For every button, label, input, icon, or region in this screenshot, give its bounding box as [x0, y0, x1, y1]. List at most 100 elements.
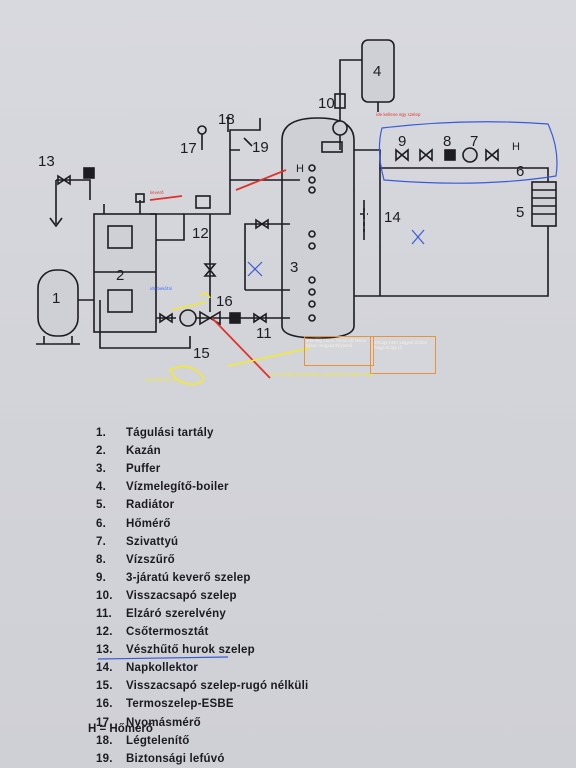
label-13: 13 [38, 153, 55, 170]
diagram-labels: 1 2 3 4 5 6 7 8 9 10 11 12 13 14 15 16 1… [38, 63, 524, 362]
legend-number: 1. [96, 427, 106, 440]
radiator [531, 181, 557, 227]
water-heater-boiler [361, 39, 395, 112]
legend-text: Visszacsapó szelep-rugó nélküli [126, 680, 309, 693]
label-11: 11 [256, 325, 272, 342]
annotation-yellow-small: gravitációs kör [146, 377, 176, 382]
legend-item: 13.Vészhűtő hurok szelep [96, 641, 536, 659]
legend-text: Szivattyú [126, 535, 179, 548]
label-18: 18 [218, 111, 235, 128]
legend-number: 15. [96, 680, 113, 693]
legend-item: 9. 3-járatú keverő szelep [96, 569, 536, 587]
legend-text: Tágulási tartály [126, 427, 214, 440]
legend-number: 14. [96, 662, 113, 675]
red-markings [149, 169, 287, 379]
legend-text: Nyomásmérő [126, 716, 201, 729]
legend-number: 13. [96, 644, 113, 657]
label-1: 1 [52, 290, 60, 307]
legend-text: Kazán [126, 445, 161, 458]
legend-text: Puffer [126, 463, 161, 476]
legend-number: 17. [96, 716, 113, 729]
legend-number: 9. [96, 571, 106, 584]
label-10: 10 [318, 95, 335, 112]
legend-number: 3. [96, 463, 106, 476]
annotation-yellow-bottom: ha a szivattyú leáll akkor gravitációsan… [270, 372, 374, 377]
solar-collector [360, 208, 368, 232]
legend-text: Termoszelep-ESBE [126, 698, 234, 711]
label-9: 9 [398, 133, 406, 150]
label-7: 7 [470, 133, 478, 150]
legend-number: 18. [96, 734, 113, 747]
legend-item: 12. Csőtermosztát [96, 623, 536, 641]
legend-item: 16. Termoszelep-ESBE [96, 695, 536, 713]
legend-number: 19. [96, 752, 113, 765]
legend-list: 1. Tágulási tartály 2. Kazán 3. Puffer 4. Vízme… [96, 424, 536, 768]
legend-item: 4. Vízmelegítő-boiler [96, 478, 536, 496]
legend-item: 2. Kazán [96, 442, 536, 460]
legend-number: 16. [96, 698, 113, 711]
legend-number: 4. [96, 481, 106, 494]
kazan-boiler [93, 193, 157, 333]
annotation-blue-small: ide bekötni [150, 286, 173, 291]
label-19: 19 [252, 139, 269, 156]
label-6: 6 [516, 163, 524, 180]
valves [57, 93, 499, 327]
legend-text: Légtelenítő [126, 734, 190, 747]
legend-item: 3. Puffer [96, 460, 536, 478]
h-legend: H = Hőmérő [88, 723, 153, 735]
legend-number: 10. [96, 589, 113, 602]
legend-item: 10. Visszacsapó szelep [96, 587, 536, 605]
legend-text: Elzáró szerelvény [126, 607, 226, 620]
h-mark-radiator: H [512, 141, 520, 153]
legend-item: 14. Napkollektor [96, 659, 536, 677]
annotation-box-left [304, 336, 374, 366]
blue-markings [97, 121, 558, 660]
legend-number: 2. [96, 445, 106, 458]
puffer-ports [308, 141, 343, 322]
annotation-red-small: keverő [150, 190, 164, 195]
legend-number: 7. [96, 535, 106, 548]
legend-item: 18. Légtelenítő [96, 732, 536, 750]
legend-item: 7. Szivattyú [96, 533, 536, 551]
label-5: 5 [516, 204, 524, 221]
legend-number: 6. [96, 517, 106, 530]
h-mark-puffer: H [296, 163, 304, 175]
label-12: 12 [192, 225, 209, 242]
legend-number: 11. [96, 607, 112, 620]
legend-text: Napkollektor [126, 662, 199, 675]
label-14: 14 [384, 209, 401, 226]
legend-text: Vízmelegítő-boiler [126, 481, 229, 494]
legend-text: 3-járatú keverő szelep [126, 571, 251, 584]
label-3: 3 [290, 259, 298, 276]
label-17: 17 [180, 140, 197, 157]
legend-text: Visszacsapó szelep [126, 589, 237, 602]
legend-number: 5. [96, 499, 106, 512]
legend-text: Csőtermosztát [126, 626, 209, 639]
legend-item: 17. Nyomásmérő [96, 714, 536, 732]
legend-item: 19. Biztonsági lefúvó [96, 750, 536, 768]
legend-number: 8. [96, 553, 106, 566]
legend-text: Biztonsági lefúvó [126, 752, 225, 765]
legend-text: Vízszűrő [126, 553, 175, 566]
label-2: 2 [116, 267, 124, 284]
expansion-tank [36, 269, 100, 345]
annotation-box-right [370, 336, 436, 374]
legend-item: 1. Tágulási tartály [96, 424, 536, 442]
puffer-tank [281, 117, 355, 339]
annotation-right-text: amúgy nem vagyok biztos hogy ez így jó [374, 340, 427, 350]
yellow-markings [168, 292, 311, 386]
legend-item: 8. Vízszűrő [96, 551, 536, 569]
annotation-left-text: jelenleg nincs, ha ez ott lenne akkor me… [306, 338, 367, 348]
label-15: 15 [193, 345, 210, 362]
legend-item: 15. Visszacsapó szelep-rugó nélküli [96, 677, 536, 695]
label-4: 4 [373, 63, 381, 80]
legend-item: 11. Elzáró szerelvény [96, 605, 536, 623]
annotation-red-top: ide kellene egy szelep [376, 112, 421, 117]
label-16: 16 [216, 293, 233, 310]
legend-number: 12. [96, 626, 113, 639]
legend-text: Radiátor [126, 499, 175, 512]
legend-item: 6. Hőmérő [96, 514, 536, 532]
legend-text: Hőmérő [126, 517, 171, 530]
legend-item: 5. Radiátor [96, 496, 536, 514]
